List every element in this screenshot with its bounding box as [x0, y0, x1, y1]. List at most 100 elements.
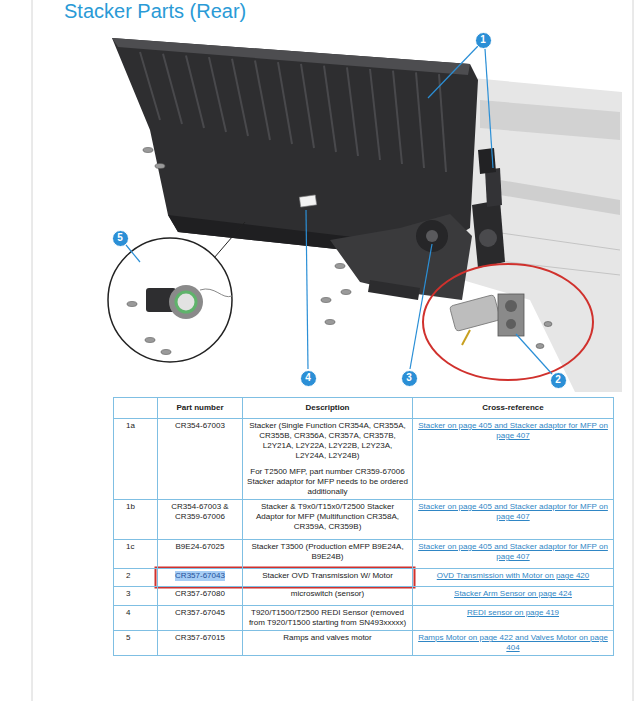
table-cell	[114, 398, 158, 419]
table-cell: Stacker Arm Sensor on page 424	[413, 587, 614, 606]
callout-number: 2	[550, 372, 567, 389]
table-row: Part number Description Cross-reference	[114, 398, 614, 419]
item-number: 1c	[126, 542, 153, 552]
item-number: 2	[126, 571, 153, 581]
callout-number: 3	[401, 370, 418, 387]
cross-reference: Stacker Arm Sensor on page 424	[417, 589, 609, 599]
table-cell: Cross-reference	[413, 398, 614, 419]
table-cell: 4	[114, 606, 158, 631]
part-description: Stacker (Single Function CR354A, CR355A,…	[247, 421, 408, 461]
table-cell: Stacker OVD Transmission W/ Motor	[243, 569, 413, 587]
stacker-panel	[112, 38, 478, 258]
cross-reference: Ramps Motor on page 422 and Valves Motor…	[417, 633, 609, 653]
table-row: 1a CR354-67003 Stacker (Single Function CR…	[114, 419, 614, 500]
highlight-box	[156, 568, 415, 588]
part-number: CR354-67003 & CR359-67006	[162, 502, 238, 522]
table-cell: 3	[114, 587, 158, 606]
panel-rib	[278, 62, 292, 144]
leader-lines	[126, 46, 552, 374]
panel-rib	[301, 64, 314, 148]
part-number: CR357-67045	[162, 608, 238, 618]
table-cell: Stacker on page 405 and Stacker adaptor …	[413, 500, 614, 540]
part-number: CR357-67080	[162, 589, 238, 599]
table-cell: REDI sensor on page 419	[413, 606, 614, 631]
panel-rib	[393, 71, 402, 164]
item-number: 4	[126, 608, 153, 618]
cross-reference: Stacker on page 405 and Stacker adaptor …	[417, 502, 609, 522]
table-cell: 5	[114, 631, 158, 656]
part-description: Stacker & T9x0/T15x0/T2500 Stacker Adapt…	[247, 502, 408, 532]
table-cell: Ramps Motor on page 422 and Valves Motor…	[413, 631, 614, 656]
highlight-oval	[423, 264, 593, 380]
detail-inset	[108, 222, 245, 362]
panel-rib	[255, 61, 270, 141]
part-description: microswitch (sensor)	[247, 589, 408, 599]
table-cell: Part number	[158, 398, 243, 419]
panel-rib	[439, 74, 446, 172]
item-number: 1a	[126, 421, 153, 431]
callout-label: 3	[406, 373, 412, 383]
part-description: Stacker OVD Transmission W/ Motor	[247, 571, 408, 581]
part-number: CR357-67015	[162, 633, 238, 643]
column-header: Part number	[162, 403, 238, 413]
cross-reference: Stacker on page 405 and Stacker adaptor …	[417, 421, 609, 441]
table-cell: CR357-67015	[158, 631, 243, 656]
part-number: B9E24-67025	[162, 542, 238, 552]
table-cell: CR354-67003	[158, 419, 243, 500]
table-cell: Stacker & T9x0/T15x0/T2500 Stacker Adapt…	[243, 500, 413, 540]
table-cell: 1a	[114, 419, 158, 500]
page-edge	[32, 0, 33, 701]
part-number: CR357-67043	[162, 571, 238, 581]
panel-rib	[209, 57, 226, 132]
table-cell: Description	[243, 398, 413, 419]
table-cell: B9E24-67025	[158, 540, 243, 569]
callout-label: 4	[305, 373, 311, 383]
panel-rib	[324, 66, 336, 152]
stacker-mechanism	[330, 148, 505, 300]
motor	[449, 294, 524, 345]
cross-reference: OVD Transmission with Motor on page 420	[417, 571, 609, 581]
table-cell: CR357-67043	[158, 569, 243, 587]
cross-reference: REDI sensor on page 419	[417, 608, 609, 618]
parts-table: Part numberDescriptionCross-reference1aC…	[113, 397, 613, 656]
panel-rib	[232, 59, 248, 136]
panel-rib	[370, 69, 380, 160]
part-description: Stacker T3500 (Production eMFP B9E24A, B…	[247, 542, 408, 562]
callout-label: 1	[480, 35, 486, 45]
table-cell: Ramps and valves motor	[243, 631, 413, 656]
part-description: For T2500 MFP, part number CR359-67006 S…	[247, 467, 408, 497]
item-number: 3	[126, 589, 153, 599]
item-number: 1b	[126, 502, 153, 512]
table-cell: Stacker (Single Function CR354A, CR355A,…	[243, 419, 413, 500]
table-row: 4 CR357-67045 T920/T1500/T2500 REDI Sensor…	[114, 606, 614, 631]
column-header: Cross-reference	[417, 403, 609, 413]
table-cell: Stacker on page 405 and Stacker adaptor …	[413, 540, 614, 569]
callout-number: 4	[300, 370, 317, 387]
table-cell: CR357-67045	[158, 606, 243, 631]
callout-label: 2	[555, 375, 561, 385]
table-cell: CR354-67003 & CR359-67006	[158, 500, 243, 540]
part-description: Ramps and valves motor	[247, 633, 408, 643]
table-row: 1b CR354-67003 & CR359-67006 Stacker & T9x…	[114, 500, 614, 540]
item-number: 5	[126, 633, 153, 643]
parts-table-grid: Part numberDescriptionCross-reference1aC…	[113, 397, 614, 656]
column-header: Description	[247, 403, 408, 413]
panel-rib	[163, 54, 182, 124]
callout-label: 5	[117, 233, 123, 243]
callout-number: 5	[112, 230, 129, 247]
callout-number: 1	[475, 32, 492, 49]
table-cell: 1c	[114, 540, 158, 569]
table-cell: T920/T1500/T2500 REDI Sensor (removed fr…	[243, 606, 413, 631]
table-row: 5 CR357-67015 Ramps and valves motor Ramps …	[114, 631, 614, 656]
panel-rib	[416, 72, 424, 168]
page-title: Stacker Parts (Rear)	[64, 0, 246, 23]
part-description: T920/T1500/T2500 REDI Sensor (removed fr…	[247, 608, 408, 628]
table-row: 1c B9E24-67025 Stacker T3500 (Production e…	[114, 540, 614, 569]
highlight-mark: CR357-67043	[175, 571, 225, 581]
page-edge	[633, 0, 634, 701]
table-cell: 1b	[114, 500, 158, 540]
part-number: CR354-67003	[162, 421, 238, 431]
table-cell: 2	[114, 569, 158, 587]
panel-rib	[140, 52, 160, 120]
panel-rib	[186, 55, 204, 128]
